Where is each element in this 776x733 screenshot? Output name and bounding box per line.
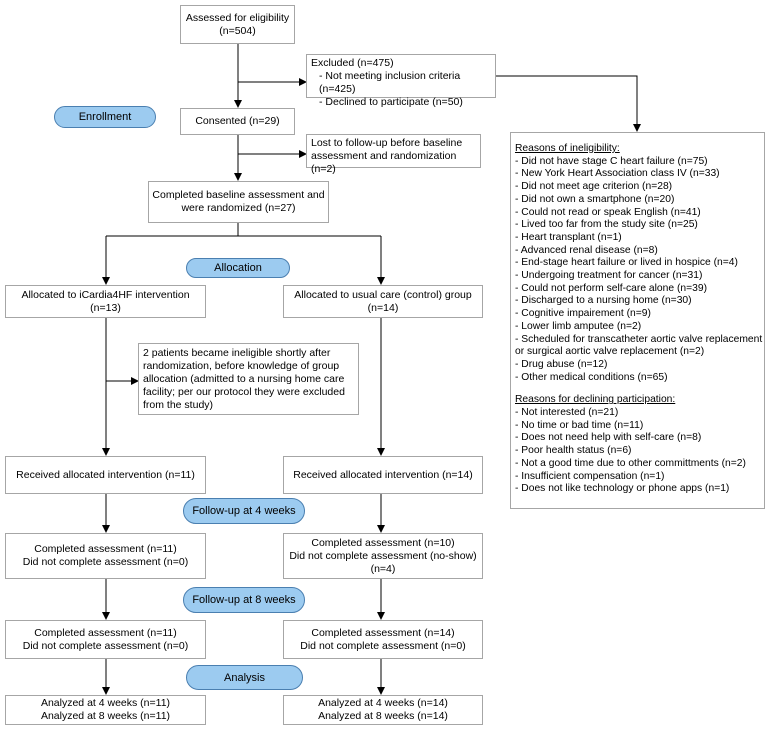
declining-item: - Does not need help with self-care (n=8…	[515, 432, 702, 444]
lost-followup-line2: assessment and randomization (n=2)	[311, 150, 457, 175]
randomized-line2: were randomized (n=27)	[181, 202, 296, 214]
randomized-line1: Completed baseline assessment and	[152, 189, 325, 201]
phase-analysis: Analysis	[186, 665, 303, 690]
phase-enrollment: Enrollment	[54, 106, 156, 128]
left-fu4-line2: Did not complete assessment (n=0)	[22, 556, 189, 568]
ineligibility-item: - Did not own a smartphone (n=20)	[515, 193, 675, 205]
left-received-text: Received allocated intervention (n=11)	[16, 468, 195, 481]
right-analyzed-line2: Analyzed at 8 weeks (n=14)	[318, 710, 448, 722]
right-received-box: Received allocated intervention (n=14)	[283, 456, 483, 494]
declining-item: - Not a good time due to other committme…	[515, 457, 746, 469]
ineligibility-item: - Lower limb amputee (n=2)	[515, 320, 642, 332]
left-allocated-line2: (n=13)	[90, 301, 121, 314]
right-fu8-line1: Completed assessment (n=14)	[311, 626, 455, 639]
right-fu8-box: Completed assessment (n=14) Did not comp…	[283, 620, 483, 659]
ineligibility-item: - Scheduled for transcatheter aortic val…	[515, 333, 763, 345]
ineligible-note-line: facility; per our protocol they were exc…	[143, 386, 345, 398]
declining-item: - Not interested (n=21)	[515, 407, 619, 419]
ineligibility-item: - Could not read or speak English (n=41)	[515, 206, 701, 218]
arrow-excluded-reasons	[496, 75, 641, 132]
right-fu4-line1: Completed assessment (n=10)	[311, 536, 455, 549]
ineligibility-item: - Did not have stage C heart failure (n=…	[515, 155, 708, 167]
left-fu4-box: Completed assessment (n=11) Did not comp…	[5, 533, 206, 579]
left-received-box: Received allocated intervention (n=11)	[5, 456, 206, 494]
right-allocated-box: Allocated to usual care (control) group …	[283, 285, 483, 318]
declining-title: Reasons for declining participation:	[515, 394, 676, 406]
ineligible-note-line: allocation (admitted to a nursing home c…	[143, 373, 345, 385]
ineligibility-item: - Did not meet age criterion (n=28)	[515, 181, 673, 193]
left-fu8-line2: Did not complete assessment (n=0)	[22, 639, 189, 652]
ineligible-note-line: from the study)	[143, 399, 214, 411]
ineligibility-item: - Undergoing treatment for cancer (n=31)	[515, 270, 703, 282]
lost-followup-line1: Lost to follow-up before baseline	[311, 137, 463, 149]
randomized-box: Completed baseline assessment and were r…	[148, 181, 329, 223]
right-allocated-line1: Allocated to usual care (control) group	[294, 288, 472, 301]
consented-text: Consented (n=29)	[195, 115, 280, 127]
right-fu4-line2: Did not complete assessment (no-show)	[289, 549, 477, 562]
declining-item: - No time or bad time (n=11)	[515, 419, 644, 431]
ineligibility-title: Reasons of ineligibility:	[515, 143, 620, 154]
right-analyzed-line1: Analyzed at 4 weeks (n=14)	[318, 697, 448, 709]
ineligibility-item: - Lived too far from the study site (n=2…	[515, 219, 698, 231]
ineligible-note-line: randomization, before knowledge of group	[143, 360, 340, 372]
excluded-box: Excluded (n=475) - Not meeting inclusion…	[306, 54, 496, 108]
declining-item: - Poor health status (n=6)	[515, 445, 632, 457]
reasons-box: Reasons of ineligibility: - Did not have…	[510, 132, 765, 509]
ineligibility-item: or surgical aortic valve replacement (n=…	[515, 346, 705, 358]
assessed-line2: (n=504)	[219, 24, 256, 37]
ineligibility-item: - Cognitive impairement (n=9)	[515, 308, 651, 320]
left-analyzed-line1: Analyzed at 4 weeks (n=11)	[40, 697, 171, 709]
excluded-item: - Declined to participate (n=50)	[319, 96, 463, 108]
right-analyzed-box: Analyzed at 4 weeks (n=14) Analyzed at 8…	[283, 695, 483, 725]
lost-followup-box: Lost to follow-up before baseline assess…	[306, 134, 481, 175]
right-received-text: Received allocated intervention (n=14)	[293, 468, 473, 481]
right-allocated-line2: (n=14)	[367, 301, 399, 314]
assessed-box: Assessed for eligibility (n=504)	[180, 5, 295, 44]
right-fu8-line2: Did not complete assessment (n=0)	[300, 639, 466, 652]
ineligibility-item: - End-stage heart failure or lived in ho…	[515, 257, 738, 269]
ineligibility-item: - Advanced renal disease (n=8)	[515, 244, 658, 256]
ineligible-note-line: 2 patients became ineligible shortly aft…	[143, 347, 331, 359]
left-allocated-line1: Allocated to iCardia4HF intervention	[21, 288, 190, 301]
declining-item: - Does not like technology or phone apps…	[515, 483, 730, 495]
ineligibility-item: - New York Heart Association class IV (n…	[515, 168, 720, 180]
consented-box: Consented (n=29)	[180, 108, 295, 135]
phase-followup-8: Follow-up at 8 weeks	[183, 587, 305, 613]
left-fu8-box: Completed assessment (n=11) Did not comp…	[5, 620, 206, 659]
excluded-item: - Not meeting inclusion criteria (n=425)	[319, 70, 461, 95]
left-analyzed-line2: Analyzed at 8 weeks (n=11)	[40, 710, 171, 722]
ineligibility-item: - Drug abuse (n=12)	[515, 358, 608, 370]
ineligibility-item: - Could not perform self-care alone (n=3…	[515, 282, 708, 294]
phase-allocation: Allocation	[186, 258, 290, 278]
left-analyzed-box: Analyzed at 4 weeks (n=11) Analyzed at 8…	[5, 695, 206, 725]
left-fu4-line1: Completed assessment (n=11)	[34, 543, 177, 555]
right-fu4-box: Completed assessment (n=10) Did not comp…	[283, 533, 483, 579]
ineligibility-item: - Heart transplant (n=1)	[515, 231, 622, 243]
right-fu4-line3: (n=4)	[370, 562, 396, 575]
ineligibility-item: - Discharged to a nursing home (n=30)	[515, 295, 692, 307]
excluded-title: Excluded (n=475)	[311, 57, 394, 69]
left-allocated-box: Allocated to iCardia4HF intervention (n=…	[5, 285, 206, 318]
phase-followup-4: Follow-up at 4 weeks	[183, 498, 305, 524]
declining-item: - Insufficient compensation (n=1)	[515, 470, 665, 482]
ineligible-note-box: 2 patients became ineligible shortly aft…	[138, 343, 359, 415]
assessed-line1: Assessed for eligibility	[185, 11, 290, 24]
left-fu8-line1: Completed assessment (n=11)	[34, 626, 177, 639]
ineligibility-item: - Other medical conditions (n=65)	[515, 371, 668, 383]
